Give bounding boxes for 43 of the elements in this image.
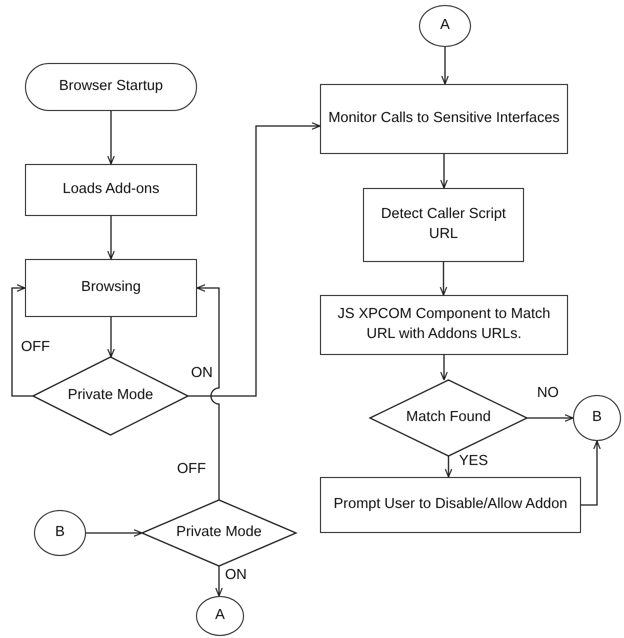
arrow — [440, 355, 448, 381]
node-label: A — [440, 16, 450, 36]
node-label: Private Mode — [68, 386, 154, 406]
connector-circle — [419, 5, 471, 47]
connector-circle — [196, 596, 244, 636]
node-label: B — [592, 408, 602, 428]
arrow — [527, 414, 574, 422]
node-label: Private Mode — [176, 523, 262, 542]
process-box — [363, 188, 524, 262]
arrow — [215, 566, 223, 597]
process-box — [320, 295, 568, 355]
arrow — [107, 216, 115, 260]
node-label: Monitor Calls to Sensitive Interfaces — [328, 109, 560, 128]
process-box — [320, 477, 581, 533]
arrow — [188, 122, 321, 397]
arrow — [196, 284, 220, 500]
process-box — [25, 164, 197, 216]
node-label: Browsing — [81, 278, 141, 298]
arrow — [107, 111, 115, 165]
arrow — [581, 440, 601, 506]
arrow — [86, 529, 143, 537]
process-box — [320, 84, 568, 154]
start-terminal — [25, 63, 197, 111]
arrow — [440, 154, 448, 189]
node-label: A — [215, 606, 225, 626]
decision-diamond — [370, 380, 527, 456]
decision-diamond — [142, 500, 296, 566]
decision-diamond — [33, 357, 188, 435]
node-label: Prompt User to Disable/Allow Addon — [334, 495, 568, 514]
node-label: B — [55, 523, 65, 542]
arrow — [11, 284, 33, 397]
node-label: Detect Caller Script URL — [380, 205, 507, 244]
connector-circle — [34, 510, 86, 556]
arrow — [441, 47, 449, 85]
node-label: Browser Startup — [59, 77, 163, 96]
node-label: Loads Add-ons — [62, 180, 160, 200]
arrow — [440, 262, 448, 296]
connector-circle — [573, 395, 621, 441]
arrow — [107, 317, 115, 358]
node-label: Match Found — [406, 408, 491, 428]
arrow — [444, 456, 452, 478]
process-box — [25, 259, 197, 317]
node-label: JS XPCOM Component to Match URL with Addons URLs. — [336, 305, 552, 344]
